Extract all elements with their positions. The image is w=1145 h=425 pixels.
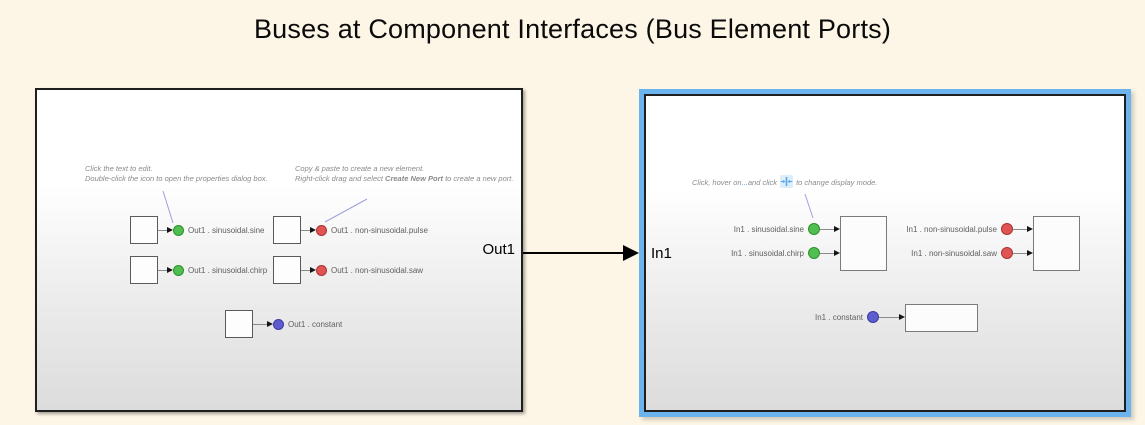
arrowhead-icon <box>310 267 316 273</box>
bus-element-icon[interactable] <box>130 256 158 284</box>
port-circle-constant[interactable] <box>273 318 284 330</box>
port-label[interactable]: In1 . sinusoidal.chirp <box>731 248 804 258</box>
non-sinusoidal-target-block[interactable] <box>1033 216 1080 271</box>
bus-element-row: Out1 . non-sinusoidal.pulse <box>273 216 428 244</box>
arrowhead-icon <box>1027 250 1033 256</box>
port-circle-constant[interactable] <box>867 311 879 323</box>
copy-hint-line2: Right-click drag and select Create New P… <box>295 174 514 183</box>
bus-element-icon[interactable] <box>273 256 301 284</box>
edit-hint-line2: Double-click the icon to open the proper… <box>85 174 268 183</box>
port-circle-sine[interactable] <box>173 224 184 236</box>
bus-signal-line[interactable] <box>523 252 625 254</box>
arrowhead-icon <box>310 227 316 233</box>
port-label[interactable]: In1 . non-sinusoidal.pulse <box>906 224 997 234</box>
port-circle-sine[interactable] <box>808 223 820 235</box>
bus-element-row: In1 . non-sinusoidal.saw <box>911 247 1033 259</box>
port-circle-chirp[interactable] <box>173 264 184 276</box>
inport-label[interactable]: In1 <box>651 245 672 262</box>
annotation-leader-lines <box>162 190 368 224</box>
bus-element-icon[interactable] <box>225 310 253 338</box>
arrowhead-icon <box>167 267 173 273</box>
bus-element-row: In1 . non-sinusoidal.pulse <box>906 223 1033 235</box>
element-wire <box>158 269 167 271</box>
port-circle-saw[interactable] <box>1001 247 1013 259</box>
port-circle-chirp[interactable] <box>808 247 820 259</box>
edit-hint-annotation: Click the text to edit. Double-click the… <box>85 164 268 184</box>
arrowhead-icon <box>899 314 905 320</box>
port-circle-pulse[interactable] <box>1001 223 1013 235</box>
bus-element-row: Out1 . sinusoidal.chirp <box>130 256 267 284</box>
element-wire <box>301 229 310 231</box>
element-wire <box>820 252 834 254</box>
element-wire <box>1013 228 1027 230</box>
element-wire <box>820 228 834 230</box>
port-label[interactable]: In1 . non-sinusoidal.saw <box>911 248 997 258</box>
bus-element-row: In1 . constant <box>815 311 905 323</box>
port-label[interactable]: In1 . constant <box>814 312 863 322</box>
ellipsis-hotspot[interactable]: ... <box>741 178 748 187</box>
bus-element-icon[interactable] <box>130 216 158 244</box>
element-wire <box>158 229 167 231</box>
arrowhead-icon <box>1027 226 1033 232</box>
copy-hint-line1: Copy & paste to create a new element. <box>295 164 425 173</box>
arrowhead-icon <box>167 227 173 233</box>
bus-element-row: Out1 . non-sinusoidal.saw <box>273 256 423 284</box>
bus-element-row: Out1 . sinusoidal.sine <box>130 216 265 244</box>
arrowhead-icon <box>834 226 840 232</box>
bus-element-row: In1 . sinusoidal.sine <box>734 223 840 235</box>
display-mode-hint-annotation: Click, hover on ... and click to change … <box>692 175 877 191</box>
outport-label[interactable]: Out1 <box>482 241 515 258</box>
element-wire <box>1013 252 1027 254</box>
display-mode-icon[interactable] <box>780 175 794 191</box>
port-label[interactable]: Out1 . non-sinusoidal.pulse <box>331 225 428 235</box>
bus-signal-arrowhead-icon <box>623 245 639 261</box>
constant-target-block[interactable] <box>905 304 978 332</box>
port-circle-pulse[interactable] <box>316 224 327 236</box>
bus-element-row: Out1 . constant <box>225 310 342 338</box>
port-label[interactable]: Out1 . constant <box>288 319 343 329</box>
model-title-annotation: Buses at Component Interfaces (Bus Eleme… <box>253 14 892 44</box>
left-subsystem-block[interactable]: Click the text to edit. Double-click the… <box>35 88 523 412</box>
sinusoidal-target-block[interactable] <box>840 216 887 271</box>
bus-element-icon[interactable] <box>273 216 301 244</box>
create-new-port-emphasis: Create New Port <box>385 174 443 183</box>
right-subsystem-block-selected[interactable]: Click, hover on ... and click to change … <box>644 94 1126 412</box>
edit-hint-line1: Click the text to edit. <box>85 164 153 173</box>
port-label[interactable]: Out1 . non-sinusoidal.saw <box>331 265 424 275</box>
element-wire <box>301 269 310 271</box>
port-circle-saw[interactable] <box>316 264 327 276</box>
copy-hint-annotation: Copy & paste to create a new element. Ri… <box>295 164 513 184</box>
element-wire <box>879 316 899 318</box>
port-label[interactable]: Out1 . sinusoidal.sine <box>188 225 265 235</box>
arrowhead-icon <box>834 250 840 256</box>
port-label[interactable]: In1 . sinusoidal.sine <box>733 224 804 234</box>
element-wire <box>253 323 267 325</box>
arrowhead-icon <box>267 321 273 327</box>
port-label[interactable]: Out1 . sinusoidal.chirp <box>188 265 268 275</box>
bus-element-row: In1 . sinusoidal.chirp <box>731 247 840 259</box>
